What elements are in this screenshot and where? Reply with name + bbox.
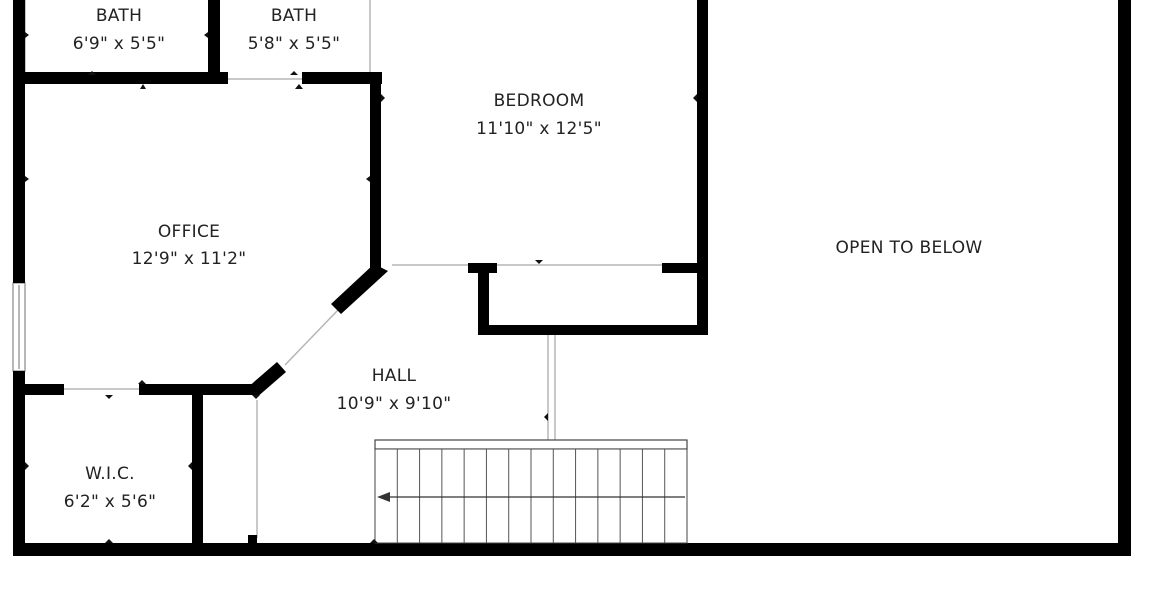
stair-handrail bbox=[374, 439, 688, 450]
hall-dims: 10'9" x 9'10" bbox=[337, 394, 452, 414]
wall-office-bottom-left bbox=[13, 384, 64, 395]
wall-closet-bottom bbox=[478, 325, 708, 335]
bath-left-dims: 6'9" x 5'5" bbox=[73, 34, 165, 54]
office-name: OFFICE bbox=[158, 222, 220, 242]
office-dims: 12'9" x 11'2" bbox=[132, 249, 247, 269]
wic-dims: 6'2" x 5'6" bbox=[64, 492, 156, 512]
wall-closet-top-right bbox=[662, 263, 702, 273]
bath-left-name: BATH bbox=[96, 6, 142, 26]
office-hall-opening bbox=[284, 309, 339, 366]
wall-wic-right bbox=[192, 384, 203, 554]
walls bbox=[13, 0, 1131, 556]
wall-bath-bottom-left bbox=[13, 72, 228, 84]
staircase bbox=[374, 439, 688, 544]
wall-bedroom-right bbox=[697, 0, 708, 335]
wall-bath-bottom-right bbox=[302, 72, 382, 84]
wall-outer-left-lower bbox=[13, 371, 25, 556]
bath-right-name: BATH bbox=[271, 6, 317, 26]
wall-jamb-bottom bbox=[248, 535, 257, 545]
wall-office-bedroom bbox=[370, 72, 381, 270]
wall-closet-left bbox=[478, 263, 489, 335]
wic-name: W.I.C. bbox=[85, 464, 135, 484]
wall-bath-divider bbox=[208, 0, 220, 84]
bedroom-dims: 11'10" x 12'5" bbox=[476, 119, 602, 139]
wall-outer-right bbox=[1118, 0, 1131, 556]
hall-name: HALL bbox=[372, 366, 417, 386]
wall-diagonal-lower bbox=[247, 362, 286, 398]
bath-right-dims: 5'8" x 5'5" bbox=[248, 34, 340, 54]
room-labels: BATH 6'9" x 5'5" BATH 5'8" x 5'5" BEDROO… bbox=[64, 6, 982, 512]
bedroom-name: BEDROOM bbox=[494, 91, 585, 111]
wall-outer-bottom bbox=[13, 543, 1131, 556]
stair-treads bbox=[396, 449, 666, 543]
stair-direction-arrow-icon bbox=[377, 492, 390, 502]
office-window bbox=[12, 282, 26, 372]
open-to-below-label: OPEN TO BELOW bbox=[835, 238, 982, 258]
wall-diagonal-upper bbox=[331, 264, 388, 314]
dimension-ticks bbox=[25, 32, 697, 543]
wall-outer-left bbox=[13, 0, 25, 283]
